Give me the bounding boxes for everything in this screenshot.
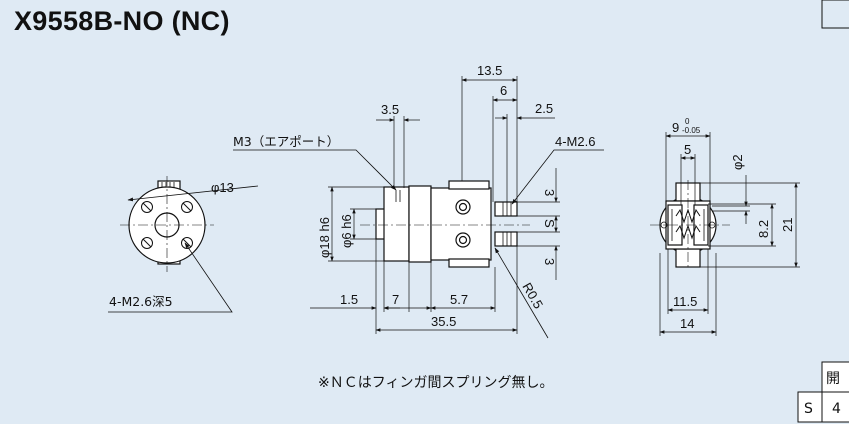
side-dim-3-bottom: 3	[542, 258, 557, 265]
side-dim-35-5: 35.5	[431, 314, 456, 329]
side-tap-label: 4-M2.6	[555, 134, 595, 149]
end-view	[650, 132, 800, 336]
footnote: ※ＮＣはフィンガ間スプリング無し。	[318, 375, 554, 391]
end-tol-upper: 0	[685, 117, 690, 126]
end-dim-5: 5	[684, 142, 691, 157]
end-dim-21: 21	[780, 218, 795, 232]
side-dim-5-7: 5.7	[450, 292, 468, 307]
side-dim-2-5: 2.5	[535, 101, 553, 116]
end-dim-14: 14	[680, 316, 694, 331]
stroke-label-s: S	[542, 219, 557, 228]
side-dim-3-top: 3	[542, 189, 557, 196]
diagram-title: X9558B-NO (NC)	[14, 6, 230, 36]
end-dim-9: 9	[672, 120, 679, 135]
front-diameter-label: φ13	[211, 180, 234, 195]
side-dim-6: 6	[500, 83, 507, 98]
side-dim-3-5: 3.5	[381, 102, 399, 117]
screw-head	[455, 199, 471, 248]
end-pin-diameter: φ2	[730, 154, 745, 170]
side-view	[233, 76, 604, 339]
front-view	[108, 176, 259, 313]
spring-icon	[675, 208, 701, 224]
end-tol-lower: -0.05	[682, 126, 701, 135]
table-cell-s: S	[804, 401, 813, 417]
side-dim-1-5: 1.5	[340, 292, 358, 307]
end-dim-8-2: 8.2	[756, 220, 771, 238]
spigot-diameter-label: φ6 h6	[339, 214, 354, 248]
table-header: 開	[826, 371, 840, 387]
spec-table	[797, 0, 849, 423]
air-port-label: M3（エアポート）	[233, 134, 339, 149]
side-dim-7: 7	[392, 292, 399, 307]
side-dim-13-5: 13.5	[477, 63, 502, 78]
end-dim-11-5: 11.5	[673, 294, 697, 309]
front-tap-label: 4-M2.6深5	[109, 294, 173, 309]
body-diameter-label: φ18 h6	[317, 217, 332, 258]
table-cell-value: 4	[832, 401, 841, 417]
